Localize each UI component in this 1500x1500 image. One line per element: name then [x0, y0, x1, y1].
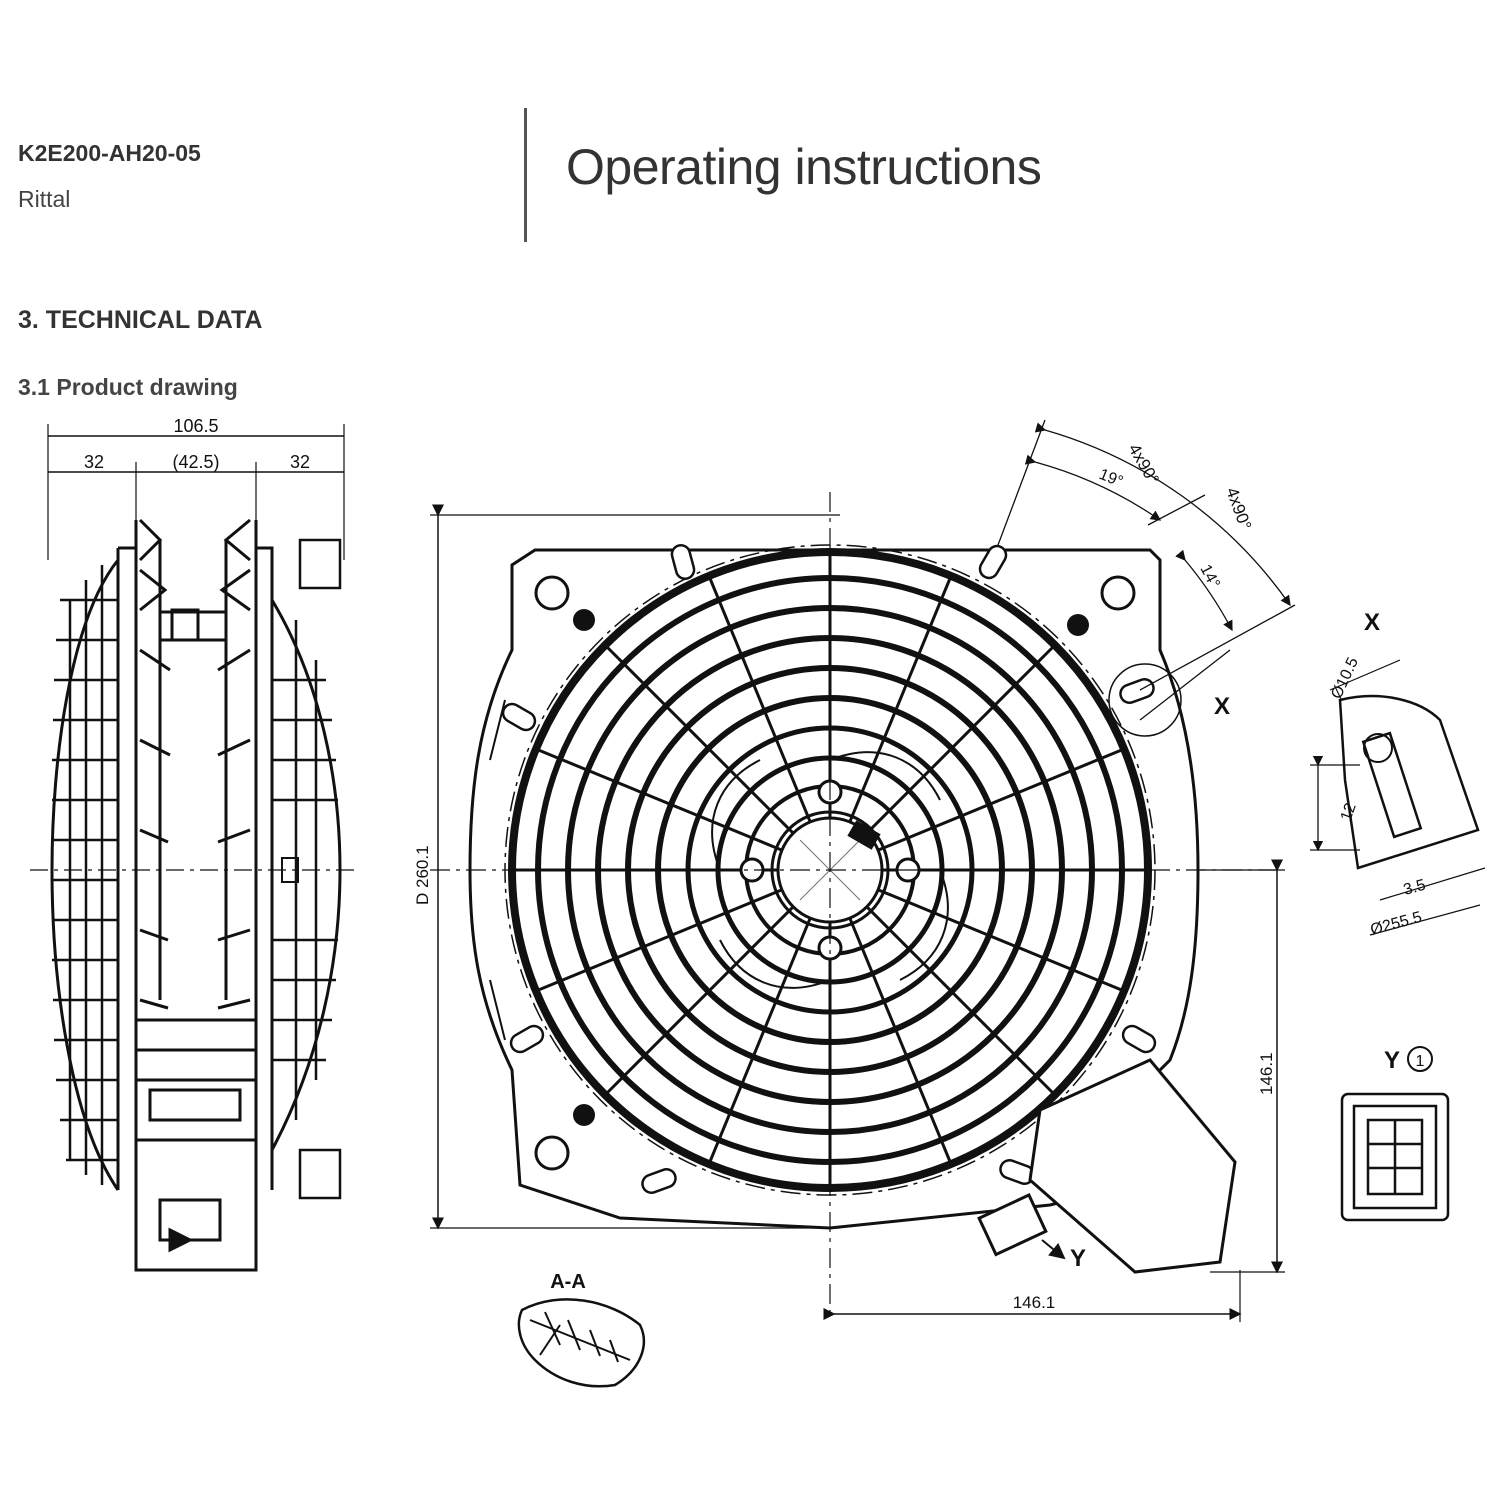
- slotted-mounting-holes: [501, 544, 1157, 1194]
- dim-angle-c: 19°: [1097, 466, 1126, 491]
- dim-side-mid: (42.5): [172, 452, 219, 472]
- model-number: K2E200-AH20-05: [18, 140, 201, 166]
- connector-plug: [1340, 1092, 1450, 1222]
- side-view: 106.5 32 (42.5) 32: [30, 416, 360, 1272]
- dim-side-left: 32: [84, 452, 104, 472]
- subsection-heading: 3.1 Product drawing: [18, 374, 238, 400]
- dim-angle-d: 14°: [1196, 562, 1222, 591]
- view-y-number: 1: [1416, 1053, 1425, 1070]
- side-housing-outline: [116, 520, 274, 1272]
- section-a-a: A-A: [517, 1271, 646, 1388]
- dim-height-right: 146.1: [1257, 1052, 1276, 1095]
- detail-x-title: X: [1364, 609, 1380, 636]
- dim-side-total: 106.5: [173, 416, 218, 436]
- detail-x: X Ø10.5 12 3.5 Ø255.5: [1310, 609, 1486, 939]
- header-divider: [524, 108, 527, 242]
- dim-angle-b: 4x90°: [1222, 485, 1255, 533]
- side-inlet-guard: [50, 559, 120, 1191]
- front-terminal-box: [977, 1058, 1237, 1274]
- front-flange-outline: [468, 548, 1200, 1230]
- section-heading: 3. TECHNICAL DATA: [18, 306, 263, 334]
- detail-offset: 3.5: [1402, 877, 1428, 899]
- side-terminal-box: [134, 1018, 258, 1272]
- detail-length: 12: [1338, 801, 1360, 824]
- page-title: Operating instructions: [566, 139, 1042, 195]
- dim-side-right: 32: [290, 452, 310, 472]
- detail-x-marker: X: [1214, 693, 1230, 720]
- section-aa-title: A-A: [550, 1271, 586, 1293]
- view-y-marker: Y: [1070, 1245, 1086, 1272]
- front-view: D 260.1: [413, 419, 1296, 1322]
- brand-name: Rittal: [18, 186, 71, 212]
- dim-diameter: D 260.1: [413, 845, 432, 905]
- view-y: Y 1: [1340, 1046, 1450, 1222]
- detail-pcd: Ø255.5: [1369, 909, 1424, 939]
- dim-width-bottom: 146.1: [1013, 1293, 1056, 1312]
- angular-dimensions: [997, 419, 1296, 721]
- view-y-title: Y: [1384, 1047, 1400, 1074]
